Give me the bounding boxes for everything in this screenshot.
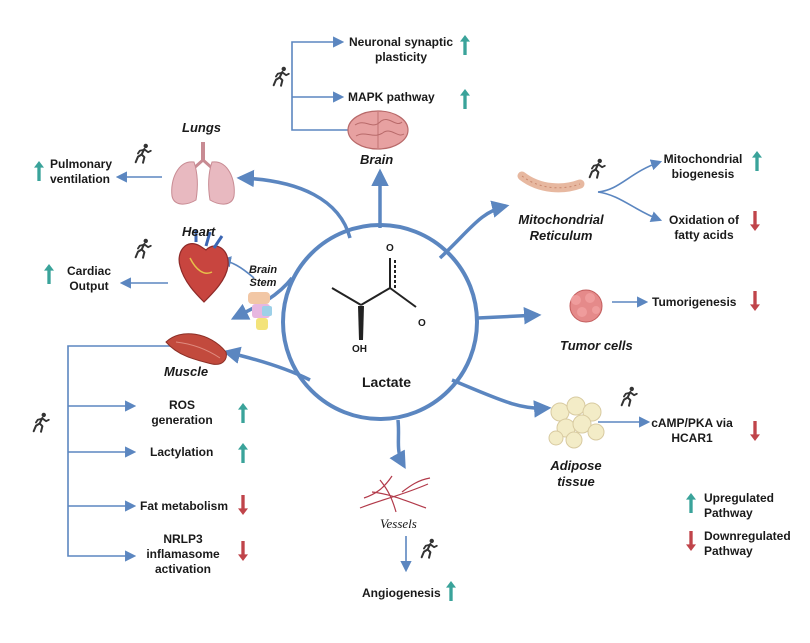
down-arrow-icon: [238, 541, 248, 561]
up-arrow-icon: [686, 493, 696, 513]
effect-oxidation-line1: Oxidation of: [669, 213, 739, 227]
up-arrow-icon: [44, 264, 54, 284]
legend-down-line1: Downregulated: [704, 529, 791, 543]
effect-cardiac-line2: Output: [69, 279, 109, 293]
effect-nlrp3-line1: NRLP3: [163, 532, 203, 546]
effect-neuronal-line2: plasticity: [374, 50, 428, 64]
effect-nlrp3-line3: activation: [154, 562, 211, 576]
organ-brain-stem-line2: Stem: [249, 277, 277, 289]
effect-neuronal-plasticity: Neuronal synaptic plasticity: [346, 35, 456, 65]
up-arrow-icon: [446, 581, 456, 601]
down-arrow-icon: [750, 421, 760, 441]
effect-mito-line1: Mitochondrial: [663, 152, 743, 166]
atom-oh: OH: [352, 344, 367, 355]
down-arrow-icon: [750, 291, 760, 311]
runner-icon: [134, 143, 152, 164]
organ-adipose-line1: Adipose: [550, 458, 602, 473]
up-arrow-icon: [460, 89, 470, 109]
down-arrow-icon: [238, 495, 248, 515]
runner-icon: [272, 66, 290, 87]
effect-ros-generation: ROS generation: [144, 398, 220, 428]
effect-mitochondrial-biogenesis: Mitochondrial biogenesis: [660, 152, 746, 182]
adipose-icon: [548, 396, 605, 449]
effect-camp-line1: cAMP/PKA via: [651, 416, 733, 430]
brain-stem-icon: [248, 292, 272, 330]
effect-tumorigenesis: Tumorigenesis: [652, 295, 737, 309]
lactate-structure: [331, 258, 417, 340]
runner-icon: [588, 158, 606, 179]
up-arrow-icon: [34, 161, 44, 181]
runner-icon: [32, 412, 50, 433]
organ-brain: Brain: [360, 152, 394, 167]
up-arrow-icon: [460, 35, 470, 55]
legend-upregulated: Upregulated Pathway: [704, 491, 774, 521]
effect-camp-line2: HCAR1: [671, 431, 713, 445]
down-arrow-icon: [750, 211, 760, 231]
vessels-icon: [359, 475, 431, 513]
runner-icon: [420, 538, 438, 559]
effect-cardiac-line1: Cardiac: [66, 264, 112, 278]
down-arrow-icon: [686, 531, 696, 551]
organ-brain-stem: Brain Stem: [246, 264, 280, 290]
organ-tumor-cells: Tumor cells: [560, 338, 633, 353]
mitochondria-icon: [517, 171, 585, 193]
effect-pulmonary-line2: ventilation: [50, 172, 111, 186]
effect-fat-metabolism: Fat metabolism: [140, 499, 229, 513]
atom-o-top: O: [386, 243, 394, 254]
atom-o-right: O: [418, 318, 426, 329]
organ-adipose-tissue: Adipose tissue: [546, 458, 606, 490]
organ-muscle: Muscle: [164, 364, 209, 379]
effect-pulmonary-line1: Pulmonary: [50, 157, 113, 171]
legend-downregulated: Downregulated Pathway: [704, 529, 791, 559]
effect-neuronal-line1: Neuronal synaptic: [348, 35, 454, 49]
up-arrow-icon: [752, 151, 762, 171]
lactate-label: Lactate: [362, 374, 412, 390]
effect-camp-pka: cAMP/PKA via HCAR1: [646, 416, 738, 446]
organ-vessels: Vessels: [380, 516, 417, 531]
effect-nlrp3-line2: inflamasome: [146, 547, 220, 561]
connectors: [67, 36, 663, 573]
organ-adipose-line2: tissue: [557, 474, 595, 489]
legend-up-line1: Upregulated: [704, 491, 775, 505]
up-arrow-icon: [238, 403, 248, 423]
effect-ros-line1: ROS: [168, 398, 195, 412]
organ-mitochondrial-line1: Mitochondrial: [518, 212, 604, 227]
muscle-icon: [165, 333, 227, 365]
brain-icon: [347, 110, 409, 150]
effect-nlrp3-activation: NRLP3 inflamasome activation: [138, 532, 228, 577]
effect-oxidation-fatty-acids: Oxidation of fatty acids: [664, 213, 744, 243]
organ-heart: Heart: [182, 224, 216, 239]
effect-angiogenesis: Angiogenesis: [362, 586, 441, 600]
lungs-icon: [171, 142, 235, 205]
legend-up-line2: Pathway: [704, 506, 753, 520]
tumor-cells-icon: [569, 289, 603, 323]
heart-icon: [178, 230, 229, 303]
effect-lactylation: Lactylation: [150, 445, 214, 459]
organ-lungs: Lungs: [182, 120, 221, 135]
effect-oxidation-line2: fatty acids: [674, 228, 734, 242]
effect-ros-line2: generation: [151, 413, 213, 427]
organ-brain-stem-line1: Brain: [248, 264, 278, 276]
legend-down-line2: Pathway: [704, 544, 753, 558]
spokes: [222, 168, 552, 470]
organ-mitochondrial-line2: Reticulum: [529, 228, 593, 243]
runner-icon: [134, 238, 152, 259]
effect-mapk-pathway: MAPK pathway: [348, 90, 435, 104]
organ-mitochondrial-reticulum: Mitochondrial Reticulum: [510, 212, 612, 244]
up-arrow-icon: [238, 443, 248, 463]
runner-icon: [620, 386, 638, 407]
effect-cardiac-output: Cardiac Output: [60, 264, 118, 294]
effect-pulmonary-ventilation: Pulmonary ventilation: [50, 157, 112, 187]
effect-mito-line2: biogenesis: [671, 167, 735, 181]
